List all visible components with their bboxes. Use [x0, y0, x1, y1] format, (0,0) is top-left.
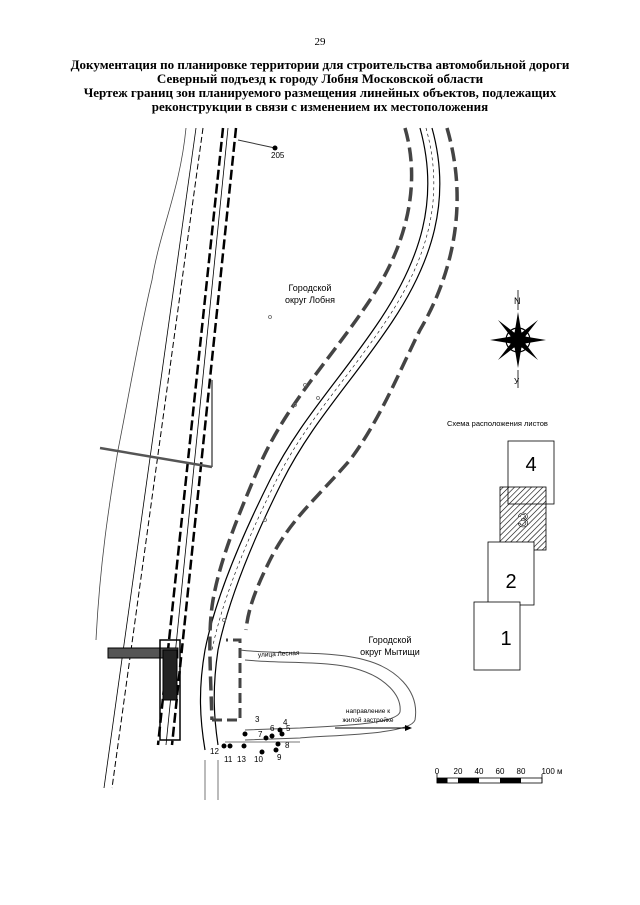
district-lobnya-line2: округ Лобня — [285, 295, 335, 305]
railway-lines — [103, 127, 238, 789]
sheet-2-label: 2 — [505, 571, 516, 593]
river-bank — [95, 127, 187, 641]
point-12-label: 12 — [210, 747, 219, 756]
street-label: улица Лесная — [258, 650, 300, 659]
point-9-label: 9 — [277, 753, 282, 762]
compass-rose: N У — [490, 290, 546, 388]
compass-north-label: N — [514, 296, 521, 306]
title-line-4: реконструкции в связи с изменением их ме… — [151, 99, 489, 114]
scale-label-100: 100 м — [541, 767, 562, 776]
boundary-line-horizontal — [99, 446, 213, 469]
point-3-marker — [242, 731, 248, 737]
direction-label-line2: жилой застройке — [342, 716, 393, 724]
scale-label-80: 80 — [517, 767, 526, 776]
sheet-1 — [473, 601, 521, 671]
district-mytishchi-line1: Городской — [369, 635, 412, 645]
point-markers — [221, 145, 285, 755]
title-line-1: Документация по планировке территории дл… — [70, 57, 570, 72]
sheet-scheme-title: Схема расположения листов — [447, 419, 548, 428]
point-9-marker — [273, 747, 279, 753]
highway — [199, 127, 441, 751]
point-10-marker — [259, 749, 265, 755]
point-12-marker — [221, 743, 227, 749]
scale-label-60: 60 — [496, 767, 505, 776]
point-7-marker — [263, 735, 269, 741]
station-structure — [107, 639, 181, 741]
sheet-3-label: 3 — [517, 510, 528, 532]
point-8-marker — [275, 741, 281, 747]
point-5-marker — [279, 731, 285, 737]
street-lesnaya — [239, 649, 417, 741]
zone-boundary-south — [212, 638, 242, 722]
scale-label-0: 0 — [435, 767, 440, 776]
title-line-2: Северный подъезд к городу Лобня Московск… — [156, 71, 484, 86]
point-11-label: 11 — [224, 755, 233, 764]
scale-label-20: 20 — [454, 767, 463, 776]
point-8-label: 8 — [285, 741, 290, 750]
direction-arrow — [335, 725, 412, 731]
point-6-label: 6 — [270, 724, 275, 733]
zone-boundary — [208, 127, 459, 721]
point-3-label: 3 — [255, 715, 260, 724]
point-5-label: 5 — [286, 724, 291, 733]
title-line-3: Чертеж границ зон планируемого размещени… — [83, 85, 557, 100]
survey-marks — [222, 315, 320, 622]
sheet-scheme — [473, 440, 555, 671]
direction-label-line1: направление к — [346, 708, 390, 715]
sheet-4-label: 4 — [525, 454, 536, 476]
sheet-2 — [487, 541, 535, 606]
point-4-marker — [277, 727, 283, 733]
point-10-label: 10 — [254, 755, 263, 764]
lower-roads — [204, 741, 300, 800]
svg-text:У: У — [514, 377, 520, 386]
scale-bar — [436, 774, 543, 784]
point-6-marker — [269, 733, 275, 739]
document-title: Документация по планировке территории дл… — [60, 58, 580, 114]
district-lobnya-line1: Городской — [289, 283, 332, 293]
point-205-marker — [272, 145, 278, 151]
district-mytishchi-line2: округ Мытищи — [360, 647, 420, 657]
point-4-label: 4 — [283, 718, 288, 727]
point-13-label: 13 — [237, 755, 246, 764]
scale-label-40: 40 — [475, 767, 484, 776]
sheet-3 — [499, 486, 547, 551]
point-7-label: 7 — [258, 730, 263, 739]
page-number: 29 — [314, 36, 326, 48]
point-11-marker — [227, 743, 233, 749]
sheet-1-label: 1 — [500, 628, 511, 650]
point-13-marker — [241, 743, 247, 749]
point-205-label: 205 — [271, 151, 285, 160]
